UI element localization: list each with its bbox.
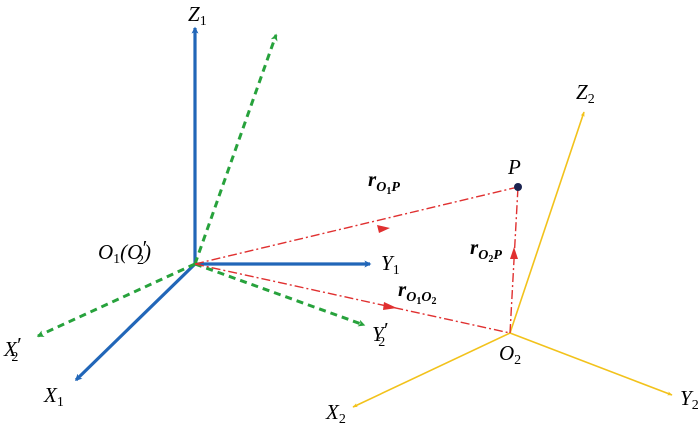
label-o1: O1(O′2) — [98, 236, 151, 268]
label-y2-prime: Y′2 — [372, 318, 388, 350]
x2-prime-axis — [36, 262, 196, 338]
x2-axis — [352, 332, 511, 408]
z2-prime-axis — [193, 33, 278, 265]
label-x2-prime: X′2 — [3, 333, 21, 365]
label-z1: Z1 — [188, 2, 207, 29]
label-r-o1p: rO1P — [368, 167, 400, 197]
label-x2: X2 — [325, 400, 346, 427]
label-o2: O2 — [499, 341, 521, 368]
label-y1: Y1 — [381, 251, 400, 278]
vector-r-o1p — [194, 186, 519, 265]
label-y2: Y2 — [680, 386, 699, 413]
label-r-o1o2: rO1O2 — [398, 277, 436, 307]
point-p — [514, 183, 522, 191]
x1-axis — [74, 262, 197, 382]
vector-r-o1p-arrowhead — [377, 225, 390, 233]
z2-axis — [509, 111, 585, 334]
vector-r-o1o2-arrowhead — [383, 302, 397, 310]
y2-axis — [509, 332, 673, 396]
vector-r-o2p — [509, 186, 519, 334]
y2-prime-axis — [194, 262, 366, 327]
vector-r-o1o2 — [194, 263, 511, 334]
vector-r-o2p-arrowhead — [510, 247, 518, 259]
label-p: P — [507, 155, 521, 179]
label-x1: X1 — [43, 383, 64, 410]
label-z2: Z2 — [576, 80, 595, 107]
label-r-o2p: rO2P — [470, 235, 502, 265]
